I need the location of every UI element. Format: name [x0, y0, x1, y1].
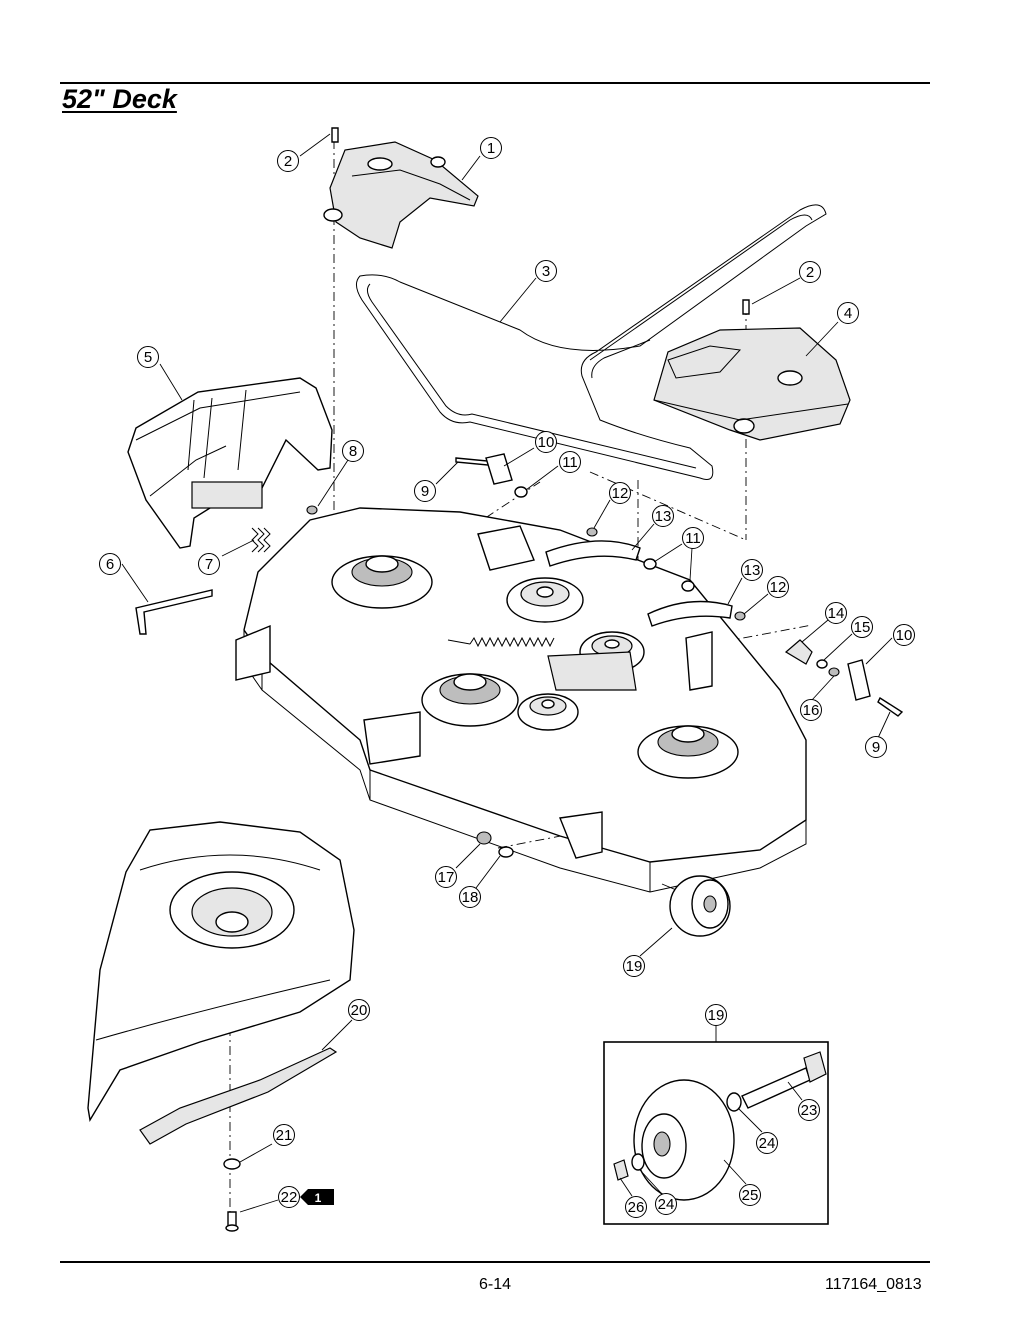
svg-text:7: 7	[205, 556, 213, 573]
discharge-chute	[127, 377, 333, 549]
document-number: 117164_0813	[825, 1276, 922, 1293]
belt-cover-right	[653, 327, 851, 441]
callout-9: 9	[414, 480, 436, 502]
callout-18: 18	[459, 886, 481, 908]
callout-1: 1	[480, 137, 502, 159]
svg-text:2: 2	[806, 264, 814, 281]
svg-text:15: 15	[854, 619, 871, 636]
svg-text:26: 26	[628, 1199, 645, 1216]
tension-spring	[447, 636, 555, 648]
callouts: 1 2 2 3 4 5 6 7 8 9 9 10 10 11 11 12 12 …	[99, 137, 915, 1218]
svg-text:14: 14	[828, 605, 845, 622]
svg-text:4: 4	[844, 305, 852, 322]
callout-12: 12	[609, 482, 631, 504]
callout-2: 2	[277, 150, 299, 172]
chute-rod	[135, 589, 213, 635]
svg-text:12: 12	[770, 579, 787, 596]
hardware-small	[331, 127, 904, 858]
svg-text:11: 11	[685, 530, 701, 547]
chute-spring	[251, 527, 271, 553]
svg-text:10: 10	[538, 434, 555, 451]
svg-text:18: 18	[462, 889, 479, 906]
spindle-center	[421, 673, 519, 727]
svg-text:24: 24	[759, 1135, 776, 1152]
callout-17: 17	[435, 866, 457, 888]
callout-21: 21	[273, 1124, 295, 1146]
callout-11: 11	[682, 527, 704, 549]
callout-16: 16	[800, 699, 822, 721]
leader-lines	[121, 133, 893, 1213]
callout-19: 19	[705, 1004, 727, 1026]
callout-24: 24	[655, 1193, 677, 1215]
svg-text:11: 11	[562, 454, 578, 471]
callout-8: 8	[342, 440, 364, 462]
callout-5: 5	[137, 346, 159, 368]
callout-11: 11	[559, 451, 581, 473]
wheel-detail-box	[603, 1026, 829, 1225]
deck-underside-view	[87, 821, 355, 1232]
svg-text:1: 1	[315, 1191, 322, 1205]
top-rule	[60, 82, 930, 84]
belt-cover-left	[323, 141, 479, 249]
svg-text:16: 16	[803, 702, 820, 719]
gauge-wheel	[661, 875, 731, 937]
svg-text:2: 2	[284, 153, 292, 170]
callout-2: 2	[799, 261, 821, 283]
svg-text:6: 6	[106, 556, 114, 573]
chute-nut	[306, 505, 318, 515]
svg-text:8: 8	[349, 443, 357, 460]
drive-belt	[356, 204, 827, 480]
svg-text:23: 23	[801, 1102, 818, 1119]
idler-pulley-lower	[517, 693, 579, 731]
svg-text:13: 13	[744, 562, 761, 579]
callout-25: 25	[739, 1184, 761, 1206]
svg-text:19: 19	[626, 958, 643, 975]
mower-deck	[235, 507, 807, 893]
spindle-right	[637, 725, 739, 779]
callout-7: 7	[198, 553, 220, 575]
svg-text:10: 10	[896, 627, 913, 644]
svg-text:19: 19	[708, 1007, 725, 1024]
callout-13: 13	[741, 559, 763, 581]
svg-text:13: 13	[655, 508, 672, 525]
callout-15: 15	[851, 616, 873, 638]
svg-text:17: 17	[438, 869, 455, 886]
spindle-left	[331, 555, 433, 609]
idler-pulley-upper	[506, 577, 584, 623]
svg-text:21: 21	[276, 1127, 293, 1144]
page-number: 6-14	[479, 1276, 512, 1293]
callout-13: 13	[652, 505, 674, 527]
callout-12: 12	[767, 576, 789, 598]
callout-9: 9	[865, 736, 887, 758]
callout-4: 4	[837, 302, 859, 324]
svg-text:24: 24	[658, 1196, 675, 1213]
svg-text:1: 1	[487, 140, 495, 157]
svg-text:20: 20	[351, 1002, 368, 1019]
svg-text:25: 25	[742, 1187, 759, 1204]
callout-24: 24	[756, 1132, 778, 1154]
svg-text:3: 3	[542, 263, 550, 280]
page-title: 52" Deck	[62, 84, 177, 114]
callout-20: 20	[348, 999, 370, 1021]
callout-26: 26	[625, 1196, 647, 1218]
callout-10: 10	[535, 431, 557, 453]
callout-6: 6	[99, 553, 121, 575]
bottom-rule	[60, 1261, 930, 1263]
callout-3: 3	[535, 260, 557, 282]
callout-10: 10	[893, 624, 915, 646]
svg-text:12: 12	[612, 485, 629, 502]
svg-text:22: 22	[281, 1189, 298, 1206]
idler-arm	[547, 651, 637, 691]
note-flag: 1	[300, 1189, 334, 1205]
callout-14: 14	[825, 602, 847, 624]
svg-text:9: 9	[421, 483, 429, 500]
svg-text:9: 9	[872, 739, 880, 756]
callout-19: 19	[623, 955, 645, 977]
callout-23: 23	[798, 1099, 820, 1121]
svg-text:5: 5	[144, 349, 152, 366]
callout-22: 22	[278, 1186, 300, 1208]
